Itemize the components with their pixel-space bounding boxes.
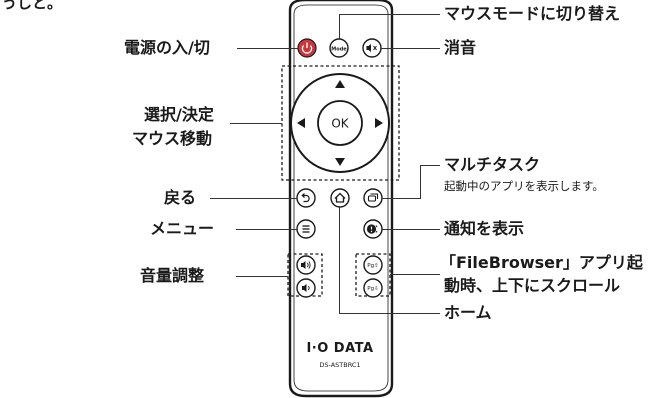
header-fragment: うしと。: [2, 0, 63, 12]
page-down-label: Pg⇩: [367, 286, 378, 292]
page-down-button: Pg⇩: [363, 278, 383, 298]
leader-home-v: [339, 207, 341, 313]
leader-multitask-h2: [420, 165, 440, 167]
label-home: ホーム: [444, 303, 492, 322]
leader-power: [237, 48, 298, 50]
home-button: [330, 188, 350, 208]
mute-button: [362, 38, 382, 58]
label-back: 戻る: [164, 188, 197, 207]
leader-select: [230, 123, 282, 125]
label-notify: 通知を表示: [444, 219, 525, 238]
model-number: DS-ASTBRC1: [319, 361, 360, 369]
mode-button-label: Mode: [331, 47, 347, 53]
volume-dashed-box: [287, 253, 323, 297]
label-mute: 消音: [444, 38, 477, 57]
leader-mute: [381, 48, 440, 50]
leader-home-h: [339, 313, 440, 315]
leader-filebrowser: [390, 274, 440, 276]
power-button: [297, 38, 317, 58]
leader-notify: [382, 229, 440, 231]
remote-body-inner: [293, 4, 389, 392]
right-arrow-icon: [375, 118, 383, 128]
leader-volume: [236, 276, 288, 278]
back-button: [296, 188, 316, 208]
menu-button: [296, 219, 316, 239]
notification-button: [363, 219, 383, 239]
label-mouse-mode: マウスモードに切り替え: [444, 4, 621, 23]
leader-menu: [236, 229, 297, 231]
label-power: 電源の入/切: [124, 38, 210, 57]
left-arrow-icon: [297, 118, 305, 128]
up-arrow-icon: [335, 80, 345, 88]
leader-multitask-v: [420, 165, 422, 199]
label-volume: 音量調整: [140, 266, 205, 285]
leader-multitask-h1: [382, 198, 420, 200]
volume-down-button: [296, 278, 316, 298]
leader-mode-h: [339, 14, 440, 16]
label-filebrowser-2: 動時、上下にスクロール: [444, 276, 621, 295]
page-up-label: Pg⇧: [367, 262, 378, 269]
page-up-button: Pg⇧: [363, 255, 383, 275]
multitask-button: [363, 188, 383, 208]
label-select: 選択/決定: [144, 105, 214, 124]
mode-button: Mode: [329, 38, 349, 58]
label-filebrowser-1: 「FileBrowser」アプリ起: [440, 253, 643, 272]
label-multitask: マルチタスク: [444, 155, 541, 174]
leader-mode-v: [339, 14, 341, 39]
ok-button-label: OK: [331, 117, 349, 131]
ok-button: [317, 100, 363, 146]
volume-up-button: [296, 255, 316, 275]
label-mouse-move: マウス移動: [132, 129, 213, 148]
brand-logo: I·O DATA: [306, 341, 373, 356]
leader-back: [210, 198, 297, 200]
label-menu: メニュー: [150, 219, 215, 238]
label-multitask-note: 起動中のアプリを表示します。: [444, 179, 604, 193]
down-arrow-icon: [335, 158, 345, 166]
